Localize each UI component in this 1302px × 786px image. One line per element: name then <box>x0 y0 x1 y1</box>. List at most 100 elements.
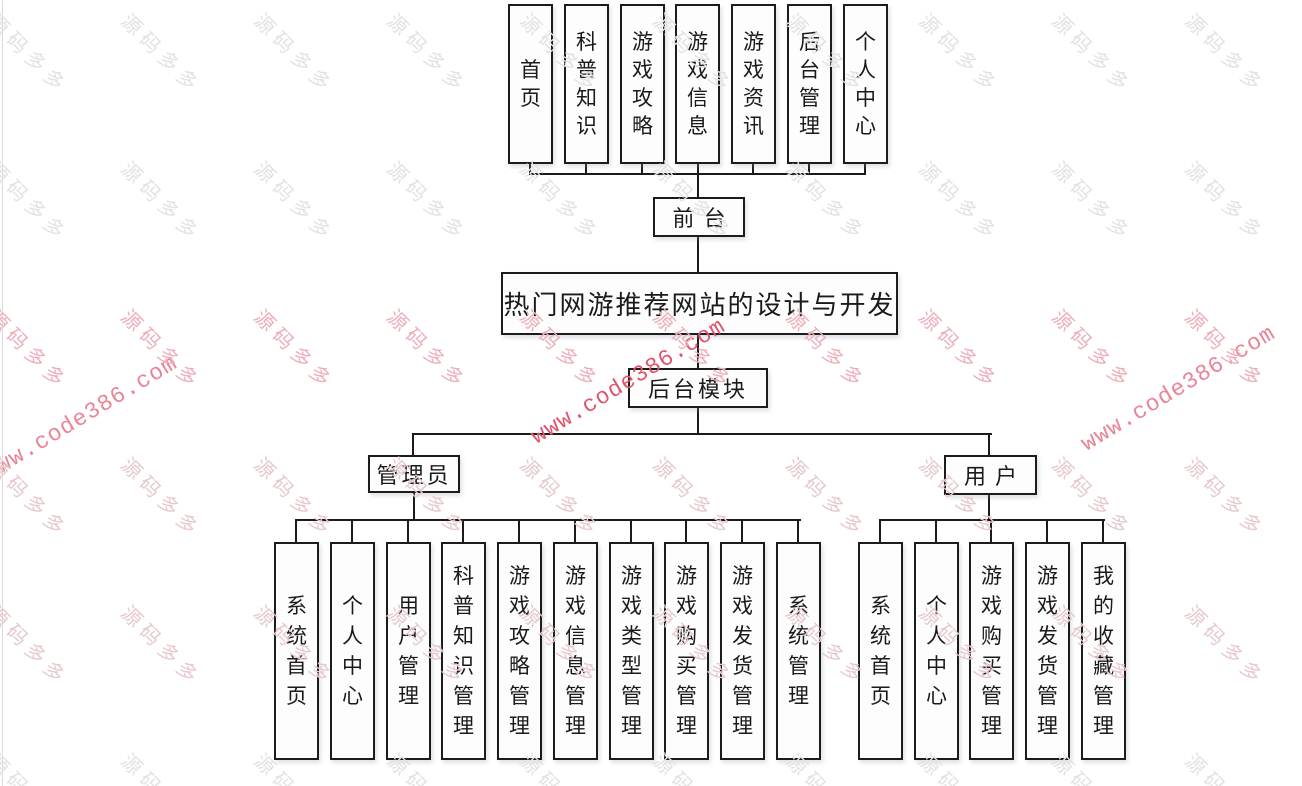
brand-watermark: 源码多多 <box>914 156 1005 248</box>
admin-item-label: 系统管理 <box>788 594 809 708</box>
brand-watermark: 源码多多 <box>1180 600 1271 692</box>
connector <box>935 520 937 542</box>
user-node-label: 用户 <box>963 465 1026 490</box>
user-node: 用户 <box>944 455 1037 495</box>
brand-watermark: 源码多多 <box>249 8 340 100</box>
front-item-label: 游戏攻略 <box>632 30 653 138</box>
front-item-label: 科普知识 <box>576 30 597 138</box>
backend-node: 后台模块 <box>628 368 768 408</box>
brand-watermark: 源码多多 <box>382 8 473 100</box>
connector <box>879 520 881 542</box>
admin-item-label: 游戏购买管理 <box>676 564 697 738</box>
connector <box>462 520 464 542</box>
brand-watermark: 源码多多 <box>1047 156 1138 248</box>
brand-watermark: 源码多多 <box>781 156 872 248</box>
user-item-box: 个人中心 <box>914 542 959 760</box>
admin-item-box: 游戏类型管理 <box>609 542 654 760</box>
admin-item-box: 系统首页 <box>274 542 319 760</box>
admin-item-label: 个人中心 <box>342 594 363 708</box>
brand-watermark: 源码多多 <box>1179 746 1273 786</box>
front-item-label: 个人中心 <box>855 30 876 138</box>
brand-watermark: 源码多多 <box>781 452 872 544</box>
connector <box>641 164 643 174</box>
backend-node-label: 后台模块 <box>647 378 748 403</box>
connector <box>697 173 699 197</box>
admin-item-box: 游戏发货管理 <box>720 542 765 760</box>
connector <box>752 164 754 174</box>
brand-watermark: 源码多多 <box>116 156 207 248</box>
brand-watermark: 源码多多 <box>249 304 340 396</box>
connector <box>697 408 699 433</box>
front-item-label: 游戏资讯 <box>743 30 764 138</box>
front-item-box: 首页 <box>508 4 553 164</box>
user-item-box: 系统首页 <box>858 542 903 760</box>
user-item-label: 游戏购买管理 <box>981 564 1002 738</box>
admin-item-box: 游戏攻略管理 <box>497 542 542 760</box>
brand-watermark: 源码多多 <box>1047 8 1138 100</box>
user-item-label: 游戏发货管理 <box>1037 564 1058 738</box>
admin-item-label: 游戏类型管理 <box>621 564 642 738</box>
connector <box>697 164 699 174</box>
page-edge-line <box>2 0 3 786</box>
admin-item-label: 游戏攻略管理 <box>509 564 530 738</box>
connector <box>741 520 743 542</box>
brand-watermark: 源码多多 <box>1047 452 1138 544</box>
user-item-box: 游戏发货管理 <box>1025 542 1070 760</box>
connector <box>1102 520 1104 542</box>
brand-watermark: 源码多多 <box>1180 156 1271 248</box>
connector <box>988 495 990 521</box>
admin-item-box: 系统管理 <box>776 542 821 760</box>
connector <box>697 237 699 272</box>
connector <box>585 164 587 174</box>
admin-item-box: 游戏购买管理 <box>664 542 709 760</box>
url-watermark: www.code386.com <box>0 350 183 487</box>
connector <box>295 519 801 521</box>
brand-watermark: 源码多多 <box>0 600 74 692</box>
connector <box>1046 520 1048 542</box>
connector <box>413 493 415 521</box>
admin-item-label: 游戏发货管理 <box>732 564 753 738</box>
connector <box>990 520 992 542</box>
connector <box>879 519 1105 521</box>
front-node: 前台 <box>653 197 745 237</box>
front-item-label: 首页 <box>520 58 541 110</box>
front-item-label: 游戏信息 <box>687 30 708 138</box>
user-item-label: 个人中心 <box>926 594 947 708</box>
brand-watermark: 源码多多 <box>0 8 74 100</box>
admin-item-label: 游戏信息管理 <box>565 564 586 738</box>
front-item-box: 个人中心 <box>843 4 888 164</box>
admin-item-box: 游戏信息管理 <box>553 542 598 760</box>
connector <box>351 520 353 542</box>
brand-watermark: 源码多多 <box>914 304 1005 396</box>
front-item-box: 科普知识 <box>564 4 609 164</box>
brand-watermark: 源码多多 <box>116 600 207 692</box>
connector <box>864 164 866 174</box>
admin-item-box: 个人中心 <box>330 542 375 760</box>
title-node: 热门网游推荐网站的设计与开发 <box>501 272 898 335</box>
connector <box>412 433 992 435</box>
brand-watermark: 源码多多 <box>1180 452 1271 544</box>
front-item-label: 后台管理 <box>799 30 820 138</box>
brand-watermark: 源码多多 <box>1180 304 1271 396</box>
front-node-label: 前台 <box>672 207 735 232</box>
connector <box>697 335 699 368</box>
connector <box>574 520 576 542</box>
brand-watermark: 源码多多 <box>515 452 606 544</box>
brand-watermark: 源码多多 <box>1180 8 1271 100</box>
brand-watermark: 源码多多 <box>115 746 209 786</box>
user-item-label: 系统首页 <box>870 594 891 708</box>
admin-item-box: 用户管理 <box>386 542 431 760</box>
brand-watermark: 源码多多 <box>249 156 340 248</box>
front-item-box: 游戏信息 <box>675 4 720 164</box>
brand-watermark: 源码多多 <box>0 304 74 396</box>
admin-item-box: 科普知识管理 <box>441 542 486 760</box>
brand-watermark: 源码多多 <box>116 452 207 544</box>
front-item-box: 游戏攻略 <box>620 4 665 164</box>
user-item-label: 我的收藏管理 <box>1093 564 1114 738</box>
admin-item-label: 用户管理 <box>398 594 419 708</box>
connector <box>412 433 414 455</box>
front-item-box: 后台管理 <box>787 4 832 164</box>
url-watermark: www.code386.com <box>1076 320 1281 457</box>
user-item-box: 我的收藏管理 <box>1081 542 1126 760</box>
